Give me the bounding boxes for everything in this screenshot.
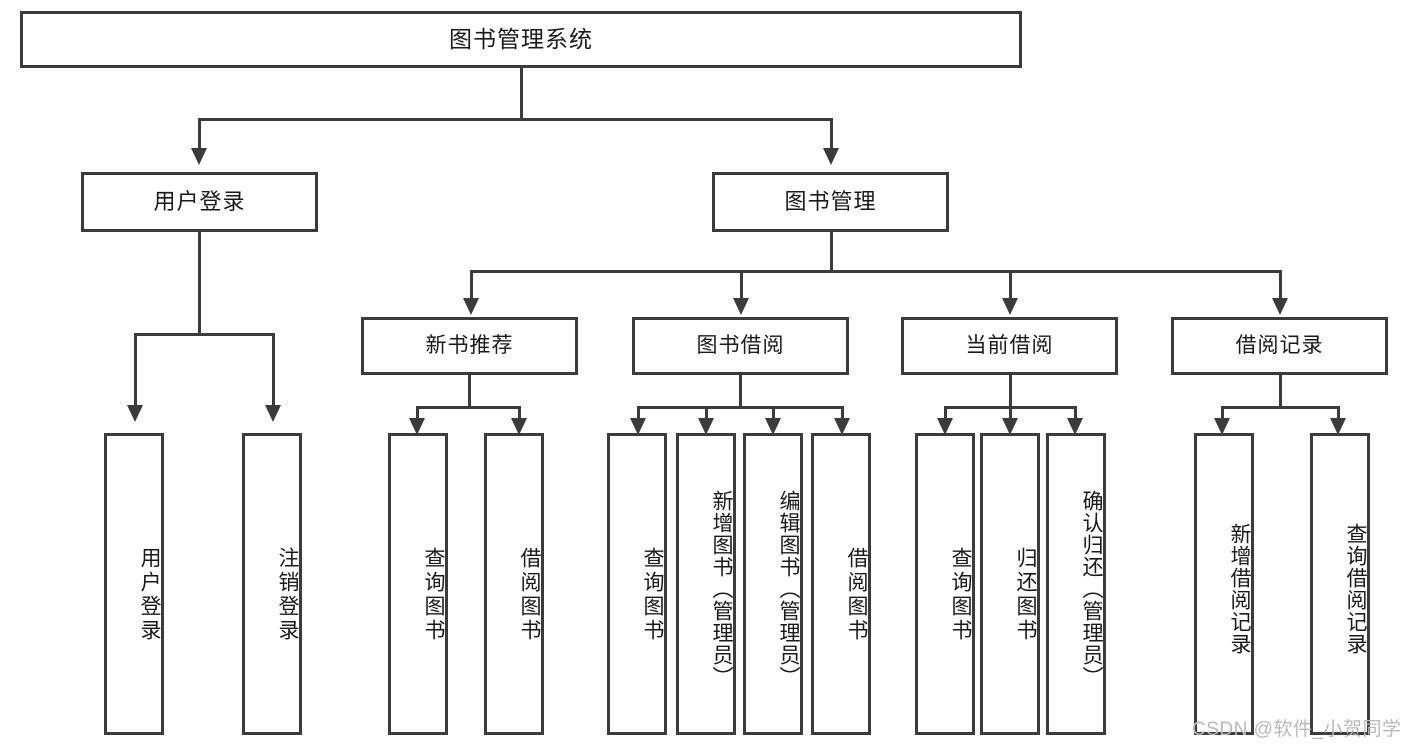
leaf-cb-query-book[interactable]: 查询图书 [915, 433, 975, 735]
arrow-user-login-to-leaf-2 [265, 405, 281, 422]
node-label: 归还图书 [1014, 547, 1037, 643]
arrow-root-to-book-management [823, 148, 839, 165]
leaf-bb-add-book-admin[interactable]: 新增图书（管理员） [676, 433, 736, 735]
leaf-bb-edit-book-admin[interactable]: 编辑图书（管理员） [743, 433, 803, 735]
connector-br-to-leaf-1 [1221, 406, 1224, 420]
connector-bb-to-leaf-3 [772, 406, 775, 420]
connector-user-login-bar [134, 333, 275, 336]
connector-root-to-user-login [198, 118, 201, 148]
arrow-cb-to-leaf-2 [1002, 418, 1018, 435]
node-label: 用户登录 [153, 189, 246, 215]
arrow-bb-to-leaf-3 [765, 418, 781, 435]
connector-bm-to-new-book [470, 270, 473, 298]
node-book-borrow[interactable]: 图书借阅 [632, 317, 849, 375]
node-current-borrow[interactable]: 当前借阅 [901, 317, 1118, 375]
connector-nbr-stem [468, 375, 471, 408]
connector-bm-to-current-borrow [1009, 270, 1012, 298]
node-user-login[interactable]: 用户登录 [81, 172, 318, 232]
node-label: 用户登录 [138, 547, 161, 643]
connector-cb-to-leaf-1 [944, 406, 947, 420]
node-label: 查询图书 [949, 547, 972, 643]
node-label: 借阅图书 [518, 547, 541, 643]
node-label: 新书推荐 [425, 333, 514, 357]
arrow-cb-to-leaf-3 [1067, 418, 1083, 435]
node-label: 新增图书（管理员） [710, 490, 733, 688]
node-label: 注销登录 [276, 547, 299, 643]
connector-book-management-stem [830, 232, 833, 272]
node-label: 查询借阅记录 [1344, 523, 1367, 655]
arrow-nbr-to-leaf-2 [511, 418, 527, 435]
connector-bb-to-leaf-1 [637, 406, 640, 420]
watermark-text: CSDN @软件_小贺同学 [1192, 719, 1402, 740]
leaf-bb-query-book[interactable]: 查询图书 [607, 433, 667, 735]
node-label: 查询图书 [641, 547, 664, 643]
leaf-bb-borrow-book[interactable]: 借阅图书 [811, 433, 871, 735]
connector-nbr-to-leaf-1 [416, 406, 419, 420]
node-new-book-recommend[interactable]: 新书推荐 [361, 317, 578, 375]
connector-root-stem [520, 68, 523, 120]
connector-user-login-to-leaf-1 [134, 333, 137, 405]
connector-br-to-leaf-2 [1337, 406, 1340, 420]
connector-cb-stem [1009, 375, 1012, 408]
node-label: 图书管理系统 [449, 26, 593, 53]
connector-bb-bar [637, 406, 844, 409]
connector-user-login-stem [198, 232, 201, 335]
node-book-management[interactable]: 图书管理 [712, 172, 949, 232]
connector-nbr-to-leaf-2 [518, 406, 521, 420]
leaf-nbr-query-book[interactable]: 查询图书 [388, 433, 448, 735]
arrow-bm-to-current-borrow [1002, 298, 1018, 315]
node-label: 当前借阅 [965, 333, 1054, 357]
arrow-bm-to-new-book [463, 298, 479, 315]
connector-nbr-bar [416, 406, 521, 409]
connector-bb-to-leaf-4 [841, 406, 844, 420]
arrow-root-to-user-login [191, 148, 207, 165]
leaf-cb-return-book[interactable]: 归还图书 [980, 433, 1040, 735]
connector-bb-stem [739, 375, 742, 408]
csdn-watermark: CSDN @软件_小贺同学 [1192, 714, 1401, 741]
node-label: 查询图书 [422, 547, 445, 643]
arrow-bb-to-leaf-2 [698, 418, 714, 435]
node-label: 编辑图书（管理员） [777, 490, 800, 688]
node-root-book-management-system[interactable]: 图书管理系统 [20, 11, 1022, 68]
node-label: 确认归还（管理员） [1080, 490, 1103, 688]
arrow-br-to-leaf-1 [1214, 418, 1230, 435]
arrow-br-to-leaf-2 [1330, 418, 1346, 435]
node-label: 新增借阅记录 [1228, 523, 1251, 655]
connector-root-bar [198, 118, 833, 121]
arrow-user-login-to-leaf-1 [127, 405, 143, 422]
arrow-bb-to-leaf-1 [630, 418, 646, 435]
node-label: 图书管理 [784, 189, 877, 215]
node-label: 借阅记录 [1235, 333, 1324, 357]
node-label: 借阅图书 [845, 547, 868, 643]
arrow-bb-to-leaf-4 [834, 418, 850, 435]
leaf-user-login[interactable]: 用户登录 [104, 433, 164, 735]
connector-bm-to-book-borrow [740, 270, 743, 298]
node-label: 图书借阅 [696, 333, 785, 357]
connector-root-to-book-management [830, 118, 833, 148]
connector-br-bar [1221, 406, 1339, 409]
leaf-br-query-record[interactable]: 查询借阅记录 [1310, 433, 1370, 735]
leaf-logout-login[interactable]: 注销登录 [242, 433, 302, 735]
arrow-nbr-to-leaf-1 [409, 418, 425, 435]
connector-br-stem [1279, 375, 1282, 408]
connector-book-management-bar [470, 270, 1282, 273]
arrow-bm-to-book-borrow [733, 298, 749, 315]
connector-user-login-to-leaf-2 [272, 333, 275, 405]
connector-bm-to-borrow-record [1279, 270, 1282, 298]
arrow-bm-to-borrow-record [1272, 298, 1288, 315]
connector-bb-to-leaf-2 [705, 406, 708, 420]
connector-cb-to-leaf-3 [1074, 406, 1077, 420]
leaf-cb-confirm-return-admin[interactable]: 确认归还（管理员） [1046, 433, 1106, 735]
connector-cb-to-leaf-2 [1009, 406, 1012, 420]
node-borrow-record[interactable]: 借阅记录 [1171, 317, 1388, 375]
leaf-br-add-record[interactable]: 新增借阅记录 [1194, 433, 1254, 735]
leaf-nbr-borrow-book[interactable]: 借阅图书 [484, 433, 544, 735]
arrow-cb-to-leaf-1 [937, 418, 953, 435]
